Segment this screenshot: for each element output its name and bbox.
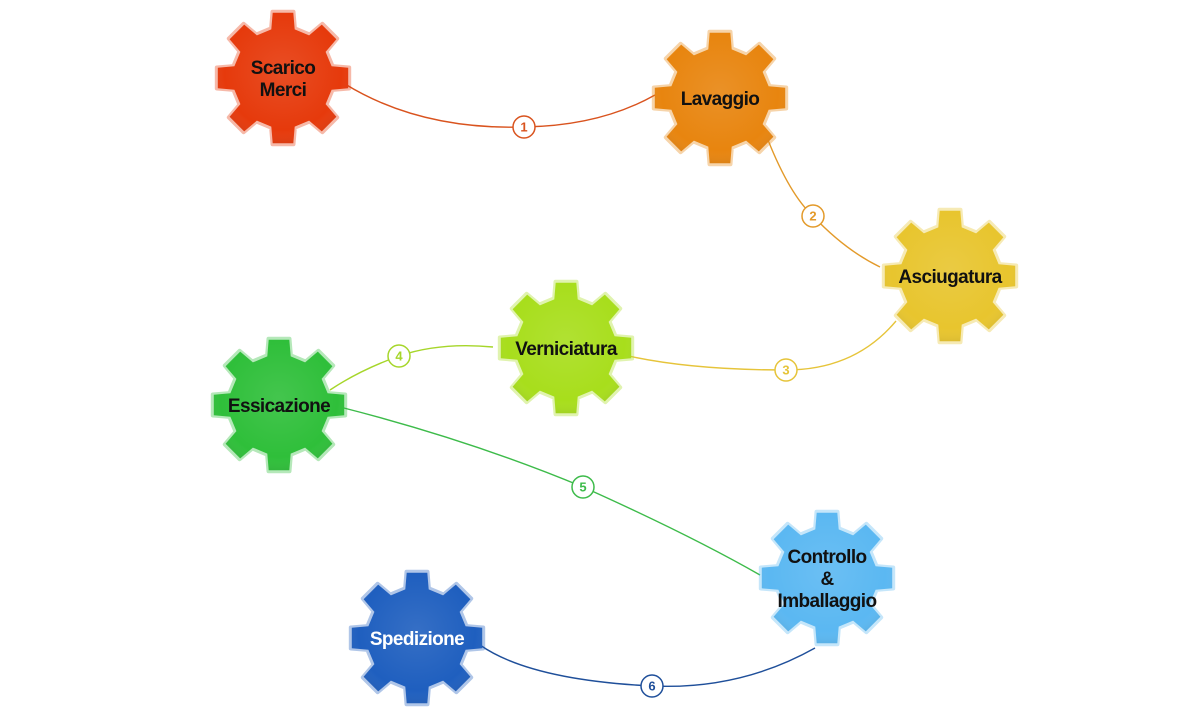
step-badge-1: 1 bbox=[512, 115, 536, 139]
gear-label: Essicazione bbox=[228, 396, 330, 417]
badge-circle bbox=[640, 674, 664, 698]
gear-shading bbox=[884, 210, 1016, 342]
badge-circle bbox=[801, 204, 825, 228]
badge-number: 2 bbox=[809, 209, 816, 224]
gear-shading bbox=[213, 339, 345, 471]
gear-shading bbox=[654, 32, 786, 164]
gear-label: Lavaggio bbox=[681, 89, 760, 110]
gear-label: Spedizione bbox=[370, 629, 464, 650]
gear-step-7: Spedizione bbox=[348, 569, 486, 707]
gear-step-6: Controllo&Imballaggio bbox=[758, 509, 896, 647]
step-badges: 1 2 3 4 5 6 bbox=[387, 115, 825, 698]
badge-number: 3 bbox=[782, 363, 789, 378]
connector-line-3 bbox=[611, 320, 897, 371]
gear-label: Imballaggio bbox=[778, 591, 877, 612]
gear-step-3: Asciugatura bbox=[881, 207, 1019, 345]
connector-line-2 bbox=[767, 139, 881, 268]
gear-label: Scarico bbox=[251, 58, 315, 79]
step-badge-6: 6 bbox=[640, 674, 664, 698]
gear-shading bbox=[761, 512, 893, 644]
gear-step-2: Lavaggio bbox=[651, 29, 789, 167]
gear-shading bbox=[217, 12, 349, 144]
step-badge-5: 5 bbox=[571, 475, 595, 499]
badge-number: 5 bbox=[579, 480, 586, 495]
gear-shading bbox=[351, 572, 483, 704]
gear-label: Verniciatura bbox=[515, 339, 618, 360]
badge-circle bbox=[774, 358, 798, 382]
badge-circle bbox=[571, 475, 595, 499]
gear-label: Asciugatura bbox=[898, 267, 1002, 288]
connector-line-5 bbox=[339, 406, 761, 576]
gear-step-4: Verniciatura bbox=[497, 279, 635, 417]
gear-label: Merci bbox=[260, 80, 307, 101]
gear-step-5: Essicazione bbox=[210, 336, 348, 474]
badge-number: 4 bbox=[395, 349, 403, 364]
badge-circle bbox=[512, 115, 536, 139]
badge-circle bbox=[387, 344, 411, 368]
connector-line-4 bbox=[329, 345, 494, 391]
step-badge-2: 2 bbox=[801, 204, 825, 228]
badge-number: 6 bbox=[648, 679, 655, 694]
step-badge-4: 4 bbox=[387, 344, 411, 368]
gear-shading bbox=[500, 282, 632, 414]
connector-line-1 bbox=[344, 83, 656, 128]
step-badge-3: 3 bbox=[774, 358, 798, 382]
badge-number: 1 bbox=[520, 120, 527, 135]
gear-label: & bbox=[820, 569, 834, 590]
gear-label: Controllo bbox=[787, 547, 866, 568]
